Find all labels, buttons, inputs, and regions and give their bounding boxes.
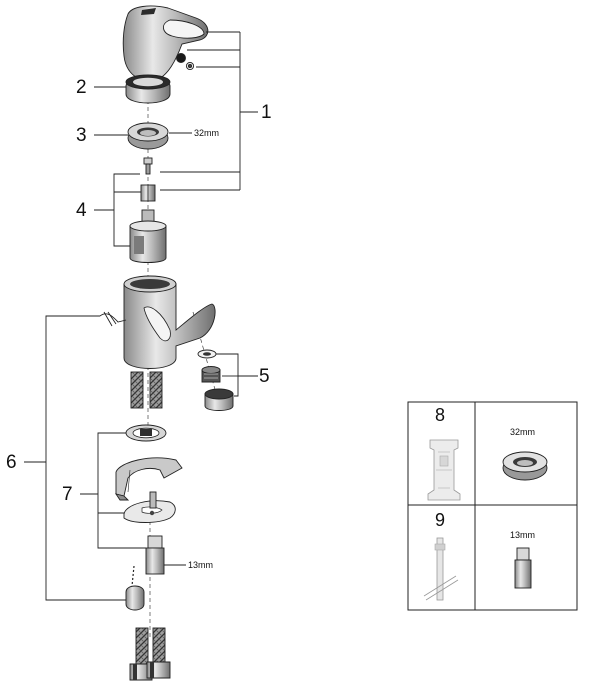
faucet-body: [123, 275, 216, 369]
callout-7: 7: [62, 484, 73, 505]
threaded-ring: [127, 122, 169, 150]
tool-9-dimension: 13mm: [510, 530, 535, 540]
cartridge-screw: [143, 157, 153, 175]
callout-5: 5: [259, 366, 270, 387]
lift-rod: [131, 565, 135, 587]
threaded-stud: [149, 491, 157, 509]
dome-cover: [125, 74, 171, 104]
handle-set-screw: [176, 53, 195, 71]
tool-9-number: 9: [435, 510, 445, 530]
tool-8-ring: [502, 451, 548, 481]
callout-6: 6: [6, 452, 17, 473]
callout-3: 3: [76, 125, 87, 146]
fixing-plate: [114, 457, 183, 501]
tool-8-dimension: 32mm: [510, 427, 535, 437]
nut-dimension-label: 13mm: [188, 560, 213, 570]
callout-lines: [24, 31, 258, 601]
callout-1: 1: [261, 102, 272, 123]
ceramic-cartridge: [129, 209, 167, 263]
tool-8-cartridge-key: [427, 439, 461, 501]
lift-rod-link: [99, 311, 127, 327]
spare-tools-box: [407, 401, 578, 611]
tool-9-wrench: [423, 537, 459, 601]
fixing-ring: [125, 424, 167, 442]
horseshoe-washer: [123, 500, 176, 523]
aerator-housing: [204, 388, 234, 411]
aerator-insert: [201, 366, 221, 383]
tool-8-number: 8: [435, 405, 445, 425]
cartridge-adapter: [140, 184, 156, 202]
ring-dimension-label: 32mm: [194, 128, 219, 138]
flexible-hoses-lower: [129, 627, 171, 681]
callout-2: 2: [76, 77, 87, 98]
callout-4: 4: [76, 200, 87, 221]
aerator-washer: [197, 349, 217, 359]
fixing-nut: [145, 535, 165, 575]
flexible-hoses-upper: [130, 371, 163, 409]
lever-handle: [122, 5, 209, 82]
tool-9-nut: [514, 547, 532, 589]
lift-rod-knob: [125, 585, 145, 611]
